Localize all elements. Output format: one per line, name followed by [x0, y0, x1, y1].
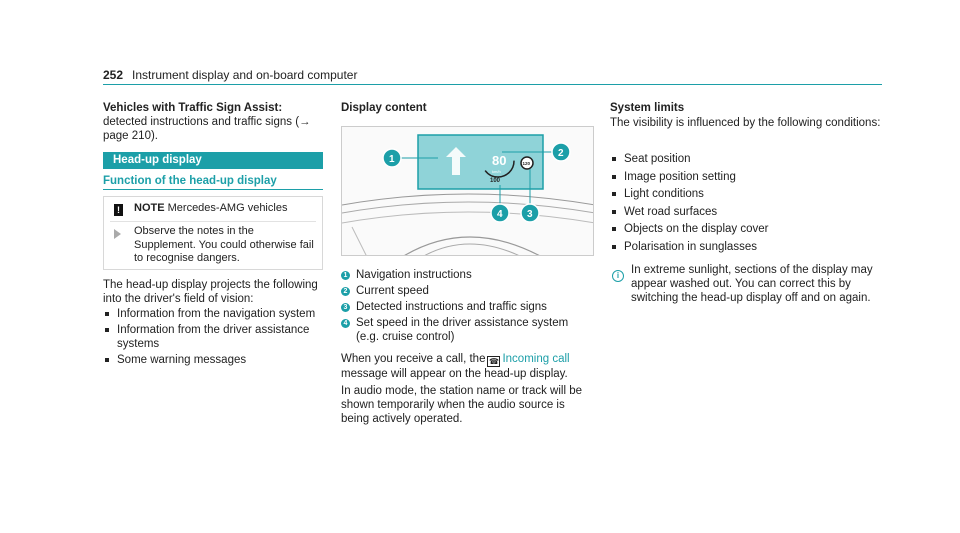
note-text: Observe the notes in the Supplement. You…: [134, 225, 314, 264]
hud-illustration: 80 km/h 120 100 1 2 3 4: [342, 134, 593, 255]
callout-2: 2: [551, 142, 571, 162]
audio-paragraph: In audio mode, the station name or track…: [341, 385, 582, 425]
section-title: Head-up display: [103, 152, 323, 169]
intro-text: detected instructions and traffic signs …: [103, 116, 311, 142]
hud-figure: 80 km/h 120 100 1 2 3 4: [341, 126, 594, 256]
speed-readout: 80: [492, 153, 506, 168]
svg-text:1: 1: [389, 154, 395, 165]
svg-text:2: 2: [558, 148, 564, 159]
system-limits-intro: The visibility is influenced by the foll…: [610, 117, 881, 129]
speed-unit: km/h: [492, 169, 501, 174]
incoming-call-label: Incoming call: [502, 353, 570, 365]
info-icon: i: [612, 265, 624, 283]
callout-4: 4: [490, 203, 510, 223]
display-content-heading: Display content: [341, 102, 427, 114]
phone-icon: ☎: [487, 356, 501, 367]
svg-text:4: 4: [497, 209, 503, 220]
list-item: Image position setting: [610, 170, 882, 184]
intro-bold: Vehicles with Traffic Sign Assist:: [103, 102, 283, 114]
subsection-title: Function of the head-up display: [103, 175, 277, 187]
list-item: Objects on the display cover: [610, 222, 882, 236]
system-limits-heading: System limits: [610, 102, 685, 114]
hud-paragraph: The head-up display projects the followi…: [103, 279, 318, 305]
svg-text:3: 3: [527, 209, 533, 220]
page-number: 252: [103, 68, 124, 82]
incoming-call-paragraph: When you receive a call, the☎Incoming ca…: [341, 353, 570, 380]
note-box: [103, 196, 323, 270]
hud-bullet-list: Information from the navigation system I…: [103, 307, 323, 367]
traffic-sign-intro: Vehicles with Traffic Sign Assist: detec…: [103, 101, 323, 143]
limits-bullet-list: Seat position Image position setting Lig…: [610, 152, 882, 254]
list-item: Wet road surfaces: [610, 205, 882, 219]
info-text: In extreme sunlight, sections of the dis…: [631, 264, 873, 304]
list-item: Information from the driver assistance s…: [103, 323, 323, 351]
list-item: Light conditions: [610, 187, 882, 201]
set-speed-value: 100: [490, 178, 501, 184]
subsection-divider: [103, 189, 323, 190]
callout-3: 3: [520, 203, 540, 223]
note-divider: [110, 221, 316, 222]
page-header-title: Instrument display and on-board computer: [132, 68, 358, 82]
note-title: NOTE Mercedes-AMG vehicles: [134, 202, 288, 214]
exclamation-icon: !: [114, 204, 123, 216]
list-item: Seat position: [610, 152, 882, 166]
arrow-right-icon: [114, 229, 121, 239]
list-item: Some warning messages: [103, 353, 323, 367]
callout-1: 1: [382, 148, 402, 168]
list-item: Polarisation in sunglasses: [610, 240, 882, 254]
list-item: Information from the navigation system: [103, 307, 323, 321]
header-divider: [103, 84, 882, 85]
speed-limit-value: 120: [523, 161, 531, 166]
